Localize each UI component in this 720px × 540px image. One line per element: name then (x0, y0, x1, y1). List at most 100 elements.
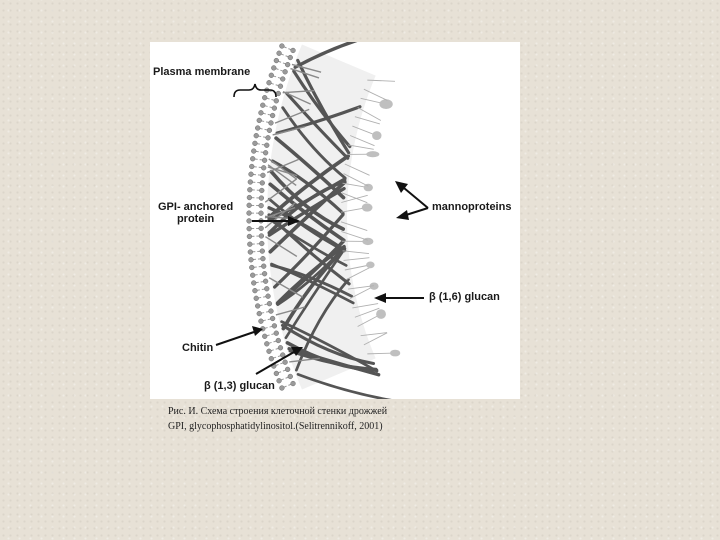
lipid-head (264, 286, 269, 291)
caption-line-1: Рис. И. Схема строения клеточной стенки … (168, 404, 528, 419)
lipid-head (291, 381, 296, 386)
lipid-head (271, 66, 276, 71)
lipid-head (259, 319, 264, 324)
lipid-head (247, 226, 252, 231)
lipid-head (248, 180, 253, 185)
lipid-head (267, 80, 272, 85)
lipid-head (262, 271, 267, 276)
lipid-head (254, 296, 259, 301)
lipid-head (247, 218, 252, 223)
lipid-head (261, 173, 266, 178)
lipid-head (261, 264, 266, 269)
lipid-head (254, 133, 259, 138)
lipid-head (280, 77, 285, 82)
lipid-head (260, 249, 265, 254)
label-gpi-anchored-protein: GPI- anchored protein (158, 201, 233, 225)
lipid-head (269, 121, 274, 126)
lipid-head (248, 250, 253, 255)
label-beta16-glucan: β (1,6) glucan (429, 291, 500, 303)
lipid-head (279, 386, 284, 391)
lipid-head (259, 226, 264, 231)
lipid-head (259, 110, 264, 115)
lipid-head (264, 143, 269, 148)
lipid-head (259, 241, 264, 246)
lipid-head (259, 234, 264, 239)
lipid-head (267, 128, 272, 133)
lipid-head (269, 356, 274, 361)
cell-wall-figure: Plasma membrane GPI- anchored protein ma… (150, 42, 520, 399)
lipid-head (272, 106, 277, 111)
lipid-head (259, 211, 264, 216)
plasma-membrane-brace-icon (234, 84, 276, 97)
lipid-head (247, 203, 252, 208)
caption-line-2: GPI, glycophosphatidylinositol.(Selitren… (168, 419, 528, 434)
lipid-head (270, 113, 275, 118)
figure-caption: Рис. И. Схема строения клеточной стенки … (168, 404, 528, 434)
lipid-head (250, 156, 255, 161)
lipid-head (263, 279, 268, 284)
lipid-head (272, 323, 277, 328)
lipid-head (250, 273, 255, 278)
lipid-head (267, 349, 272, 354)
lipid-head (260, 103, 265, 108)
lipid-head (277, 51, 282, 56)
lipid-head (283, 360, 288, 365)
lipid-head (255, 126, 260, 131)
lipid-head (267, 301, 272, 306)
lipid-head (247, 211, 252, 216)
lipid-head (278, 345, 283, 350)
mannoprotein-blob (390, 350, 400, 357)
beta16-arrow-head-icon (374, 293, 386, 303)
mannoprotein-blob (366, 262, 375, 269)
lipid-head (257, 118, 262, 123)
lipid-head (266, 294, 271, 299)
lipid-head (253, 288, 258, 293)
lipid-head (259, 188, 264, 193)
label-beta13-glucan: β (1,3) glucan (204, 380, 275, 392)
lipid-head (274, 58, 279, 63)
lipid-head (247, 195, 252, 200)
mannoprotein-blob (372, 131, 381, 140)
lipid-head (266, 135, 271, 140)
lipid-head (288, 374, 293, 379)
lipid-head (269, 73, 274, 78)
lipid-head (264, 341, 269, 346)
lipid-head (285, 367, 290, 372)
label-gpi-line1: GPI- anchored (158, 201, 233, 213)
lipid-head (247, 242, 252, 247)
lipid-head (285, 62, 290, 67)
lipid-head (270, 316, 275, 321)
lipid-head (260, 181, 265, 186)
lipid-head (259, 203, 264, 208)
mannoproteins-arrow-lower-head-icon (396, 210, 409, 220)
mannoproteins-arrow-upper-head-icon (395, 181, 408, 193)
lipid-head (251, 149, 256, 154)
lipid-head (253, 141, 258, 146)
mannoprotein-blob (379, 99, 392, 109)
lipid-head (262, 158, 267, 163)
label-gpi-line2: protein (158, 213, 233, 225)
lipid-head (291, 48, 296, 53)
mannoproteins-arrow-upper-icon (404, 188, 428, 208)
lipid-head (249, 257, 254, 262)
mannoproteins-arrow-lower-icon (406, 208, 428, 215)
lipid-head (259, 196, 264, 201)
lipid-head (274, 331, 279, 336)
lipid-head (257, 311, 262, 316)
lipid-head (278, 84, 283, 89)
label-mannoproteins: mannoproteins (432, 201, 511, 213)
lipid-head (262, 95, 267, 100)
lipid-head (279, 44, 284, 49)
lipid-head (249, 172, 254, 177)
lipid-head (269, 309, 274, 314)
lipid-head (255, 304, 260, 309)
mannoprotein-blob (376, 309, 386, 319)
lipid-head (247, 187, 252, 192)
lipid-head (274, 98, 279, 103)
lipid-head (249, 164, 254, 169)
lipid-head (276, 338, 281, 343)
lipid-head (277, 378, 282, 383)
lipid-head (288, 55, 293, 60)
lipid-head (249, 265, 254, 270)
lipid-head (283, 69, 288, 74)
